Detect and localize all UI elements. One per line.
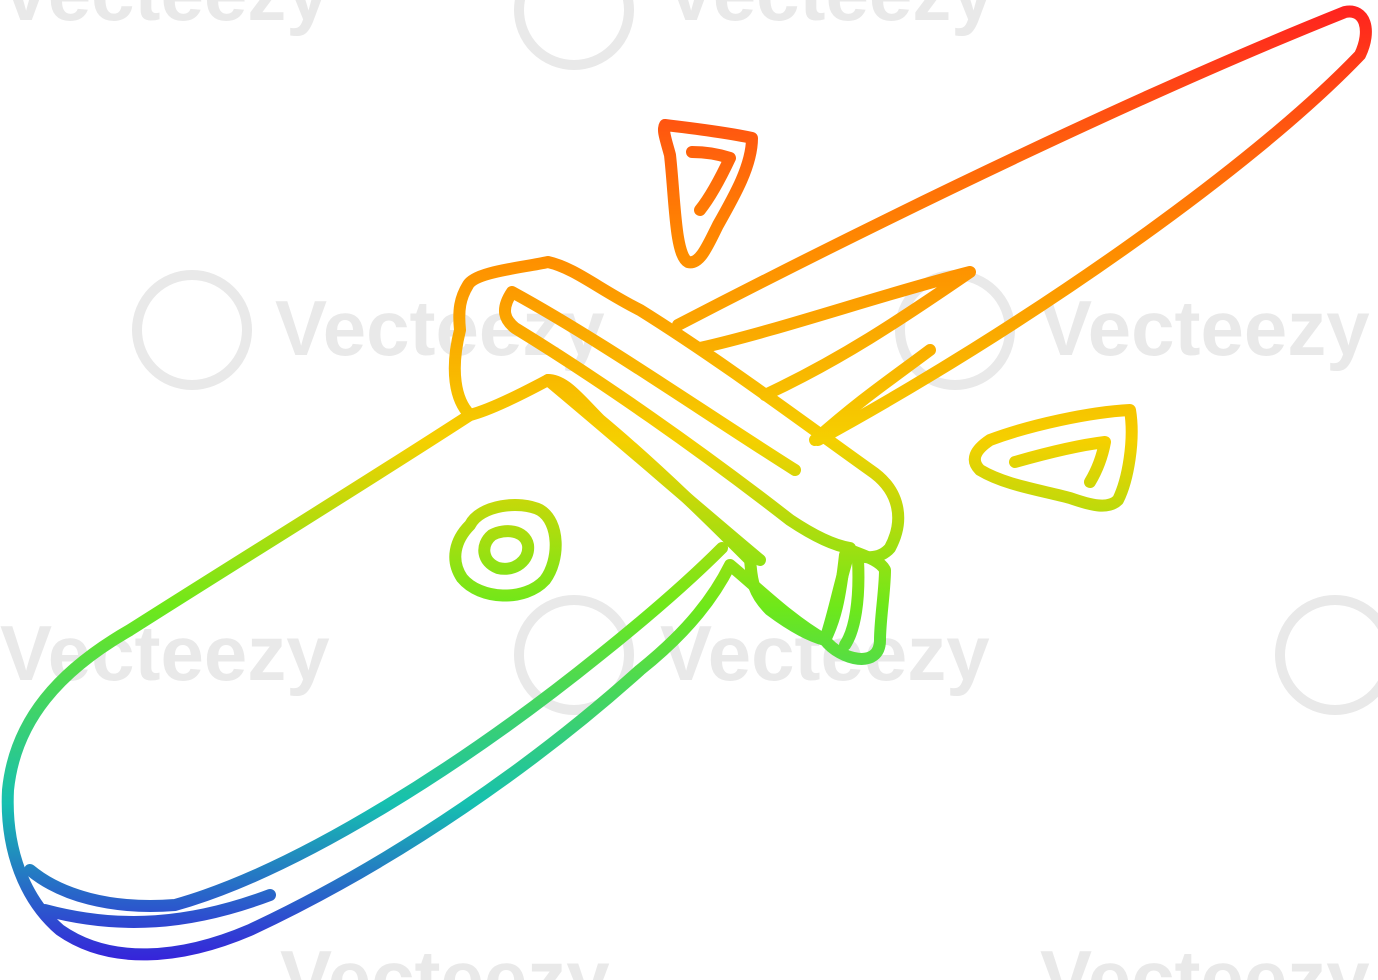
flick-knife-icon — [1, 5, 1372, 961]
blade-spine-line — [809, 344, 936, 446]
bolster-ridge-line — [542, 374, 865, 651]
bolster-inner-line — [499, 286, 856, 554]
spark-top-icon — [657, 119, 758, 269]
watermark-text: Vecteezy — [275, 284, 605, 372]
handle-inner-curve — [24, 542, 728, 912]
watermark-text: Vecteezy — [1040, 934, 1370, 980]
rivet-icon — [449, 499, 562, 602]
handle-outline — [1, 409, 891, 961]
watermark-text: Vecteezy — [280, 934, 610, 980]
watermark-text: Vecteezy — [665, 0, 995, 37]
watermark-text: Vecteezy — [0, 609, 330, 697]
blade-outline — [672, 5, 1372, 446]
watermark-text: Vecteezy — [1040, 284, 1370, 372]
blade-edge-line — [694, 266, 976, 401]
handle-lower-curve — [39, 889, 276, 928]
spark-right-icon — [968, 404, 1138, 512]
watermark-text: Vecteezy — [0, 0, 330, 37]
